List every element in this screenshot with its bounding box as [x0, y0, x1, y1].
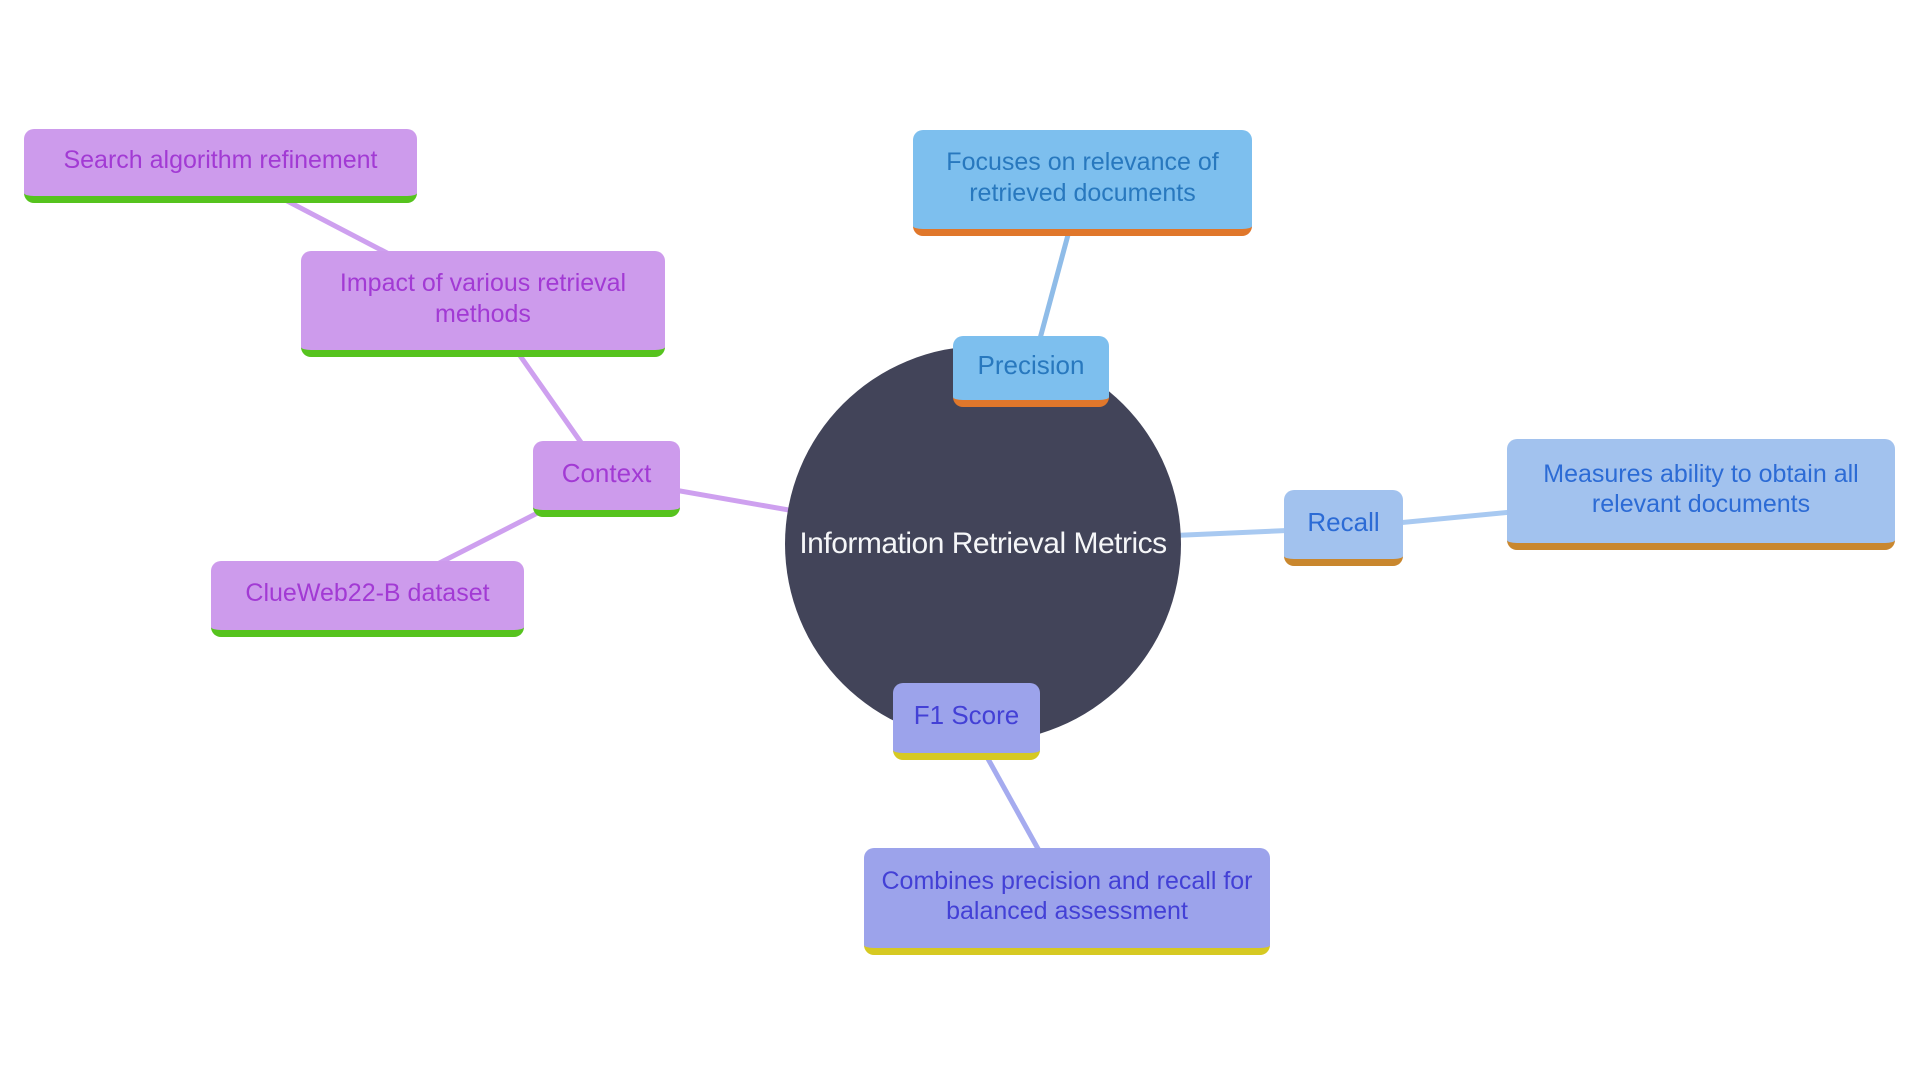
- central-topic-circle[interactable]: [785, 346, 1181, 742]
- node-recall[interactable]: Recall: [1284, 490, 1403, 566]
- node-clueweb22b-dataset[interactable]: ClueWeb22-B dataset: [211, 561, 524, 637]
- node-recall-detail[interactable]: Measures ability to obtain all relevant …: [1507, 439, 1895, 550]
- node-f1-score[interactable]: F1 Score: [893, 683, 1040, 760]
- central-topic-label: Information Retrieval Metrics: [799, 527, 1167, 560]
- node-precision-detail[interactable]: Focuses on relevance of retrieved docume…: [913, 130, 1252, 236]
- node-impact-of-retrieval-methods[interactable]: Impact of various retrieval methods: [301, 251, 665, 357]
- node-f1-detail[interactable]: Combines precision and recall for balanc…: [864, 848, 1270, 955]
- node-context[interactable]: Context: [533, 441, 680, 517]
- node-search-algorithm-refinement[interactable]: Search algorithm refinement: [24, 129, 417, 203]
- node-precision[interactable]: Precision: [953, 336, 1109, 407]
